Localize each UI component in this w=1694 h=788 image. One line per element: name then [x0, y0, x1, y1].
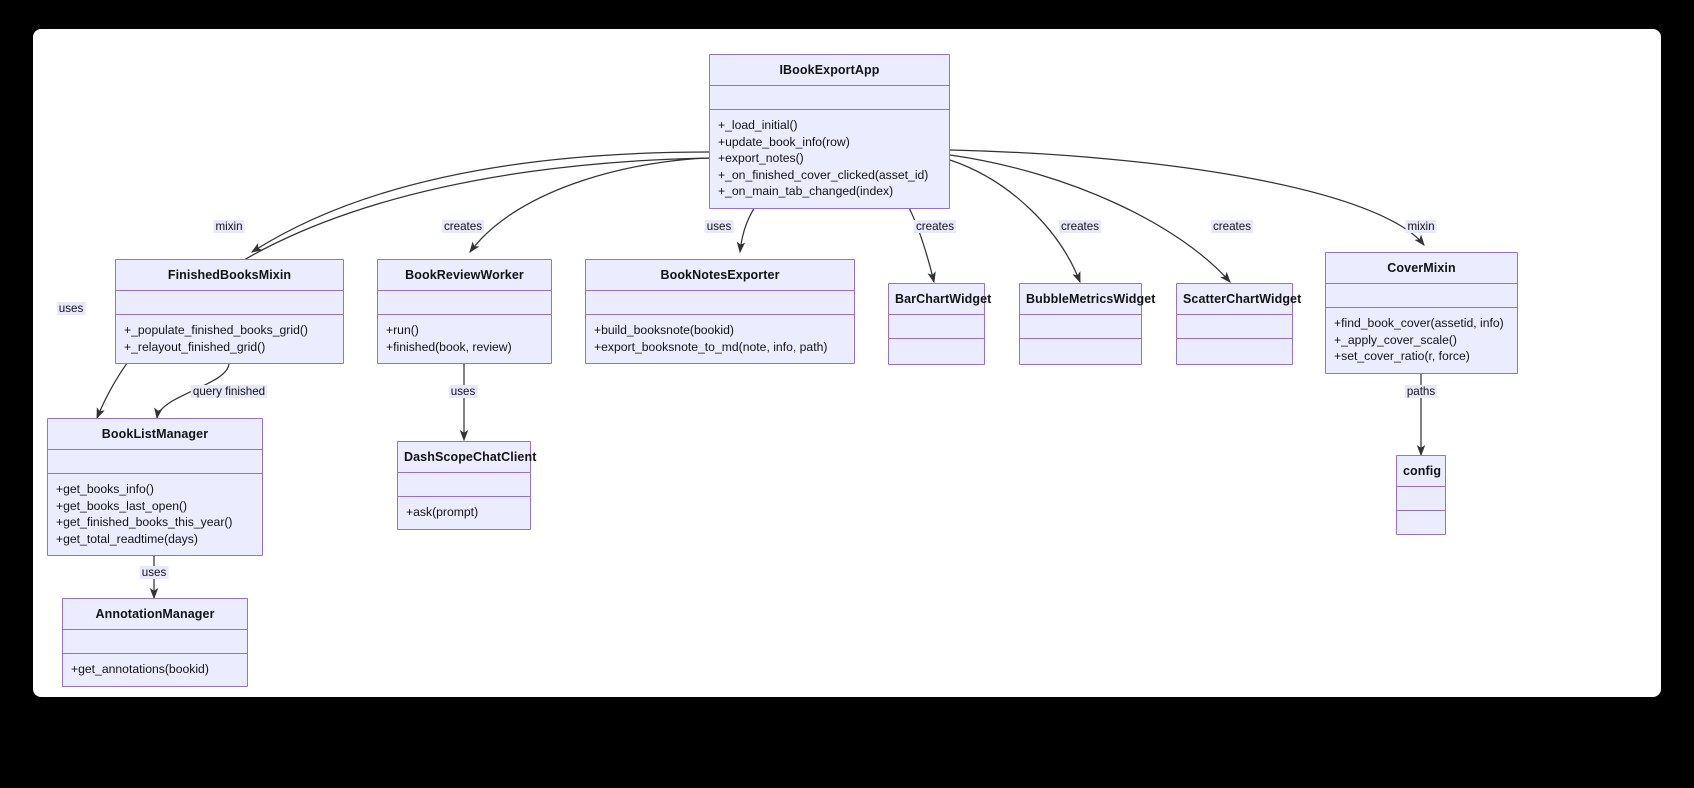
method-line: +_populate_finished_books_grid() — [124, 323, 308, 337]
edge-label-mixin-covermixin: mixin — [1405, 220, 1437, 233]
method-line: +get_books_last_open() — [56, 498, 188, 513]
class-attributes — [116, 291, 343, 315]
class-title: config — [1397, 456, 1445, 487]
class-box-covermixin[interactable]: CoverMixin +find_book_cover(assetid, inf… — [1325, 252, 1518, 374]
class-methods: +_load_initial() +update_book_info(row) … — [710, 110, 949, 208]
class-attributes — [586, 291, 854, 315]
class-title: BookListManager — [48, 419, 262, 450]
class-title: AnnotationManager — [63, 599, 247, 630]
edge-label-creates-bubblemetricswidget: creates — [1058, 220, 1102, 233]
class-attributes — [1177, 315, 1292, 339]
class-title: BookNotesExporter — [586, 260, 854, 291]
class-title: DashScopeChatClient — [398, 442, 536, 473]
method-line: +find_book_cover(assetid, info) — [1334, 316, 1504, 330]
method-line: +set_cover_ratio(r, force) — [1334, 349, 1470, 364]
edge-label-uses-dashscopechatclient: uses — [448, 385, 478, 398]
method-line: +finished(book, review) — [386, 339, 512, 354]
class-box-finishedbooksmixin[interactable]: FinishedBooksMixin +_populate_finished_b… — [115, 259, 344, 365]
method-line: +update_book_info(row) — [718, 134, 850, 149]
class-methods — [1397, 511, 1445, 534]
class-box-config[interactable]: config — [1396, 455, 1446, 535]
edge-label-creates-scatterchartwidget: creates — [1210, 220, 1254, 233]
edge-label-creates-barchartwidget: creates — [913, 220, 957, 233]
class-attributes — [48, 450, 262, 474]
method-line: +run() — [386, 323, 419, 337]
method-line: +export_booksnote_to_md(note, info, path… — [594, 339, 828, 354]
method-line: +get_annotations(bookid) — [71, 662, 209, 676]
class-box-dashscopechatclient[interactable]: DashScopeChatClient +ask(prompt) — [397, 441, 536, 530]
class-methods: +get_books_info() +get_books_last_open()… — [48, 474, 262, 555]
class-box-barchartwidget[interactable]: BarChartWidget — [888, 283, 991, 365]
edge-label-query-finished: query finished — [190, 385, 268, 398]
edge-label-uses-booknotesexporter: uses — [704, 220, 734, 233]
edge-label-uses-annotationmanager: uses — [139, 566, 169, 579]
method-line: +build_booksnote(bookid) — [594, 323, 734, 337]
method-line: +ask(prompt) — [406, 505, 479, 519]
class-attributes — [1020, 315, 1141, 339]
class-title: ScatterChartWidget — [1177, 284, 1301, 315]
method-line: +_apply_cover_scale() — [1334, 332, 1457, 347]
class-box-scatterchartwidget[interactable]: ScatterChartWidget — [1176, 283, 1301, 365]
class-title: BarChartWidget — [889, 284, 991, 315]
class-box-ibookexportapp[interactable]: IBookExportApp +_load_initial() +update_… — [709, 54, 950, 209]
class-title: FinishedBooksMixin — [116, 260, 343, 291]
edge-label-paths-config: paths — [1404, 385, 1438, 398]
method-line: +get_books_info() — [56, 482, 154, 496]
class-methods: +get_annotations(bookid) — [63, 654, 247, 686]
class-attributes — [378, 291, 551, 315]
class-methods: +build_booksnote(bookid) +export_booksno… — [586, 315, 854, 363]
class-methods: +run() +finished(book, review) — [378, 315, 551, 363]
class-attributes — [398, 473, 530, 497]
class-title: CoverMixin — [1326, 253, 1517, 284]
class-methods: +ask(prompt) — [398, 497, 530, 529]
class-attributes — [1326, 284, 1517, 308]
class-methods — [889, 339, 984, 364]
class-title: IBookExportApp — [710, 55, 949, 86]
method-line: +_on_main_tab_changed(index) — [718, 184, 894, 199]
edge-label-mixin-finishedbooksmixin: mixin — [213, 220, 245, 233]
class-box-booklistmanager[interactable]: BookListManager +get_books_info() +get_b… — [47, 418, 263, 557]
class-box-booknotesexporter[interactable]: BookNotesExporter +build_booksnote(booki… — [585, 259, 855, 365]
class-attributes — [63, 630, 247, 654]
class-attributes — [710, 86, 949, 110]
method-line: +_load_initial() — [718, 118, 798, 132]
class-box-annotationmanager[interactable]: AnnotationManager +get_annotations(booki… — [62, 598, 248, 687]
class-box-bookreviewworker[interactable]: BookReviewWorker +run() +finished(book, … — [377, 259, 552, 365]
class-title: BubbleMetricsWidget — [1020, 284, 1155, 315]
class-box-bubblemetricswidget[interactable]: BubbleMetricsWidget — [1019, 283, 1155, 365]
edge-label-uses-booklistmanager: uses — [56, 302, 86, 315]
class-methods: +find_book_cover(assetid, info) +_apply_… — [1326, 308, 1517, 373]
class-methods — [1177, 339, 1292, 364]
class-attributes — [889, 315, 984, 339]
edge-label-creates-bookreviewworker: creates — [441, 220, 485, 233]
class-methods — [1020, 339, 1141, 364]
method-line: +_on_finished_cover_clicked(asset_id) — [718, 167, 929, 182]
method-line: +get_finished_books_this_year() — [56, 515, 233, 530]
method-line: +export_notes() — [718, 151, 804, 166]
class-attributes — [1397, 487, 1445, 511]
class-methods: +_populate_finished_books_grid() +_relay… — [116, 315, 343, 363]
method-line: +get_total_readtime(days) — [56, 531, 198, 546]
class-title: BookReviewWorker — [378, 260, 551, 291]
method-line: +_relayout_finished_grid() — [124, 339, 266, 354]
